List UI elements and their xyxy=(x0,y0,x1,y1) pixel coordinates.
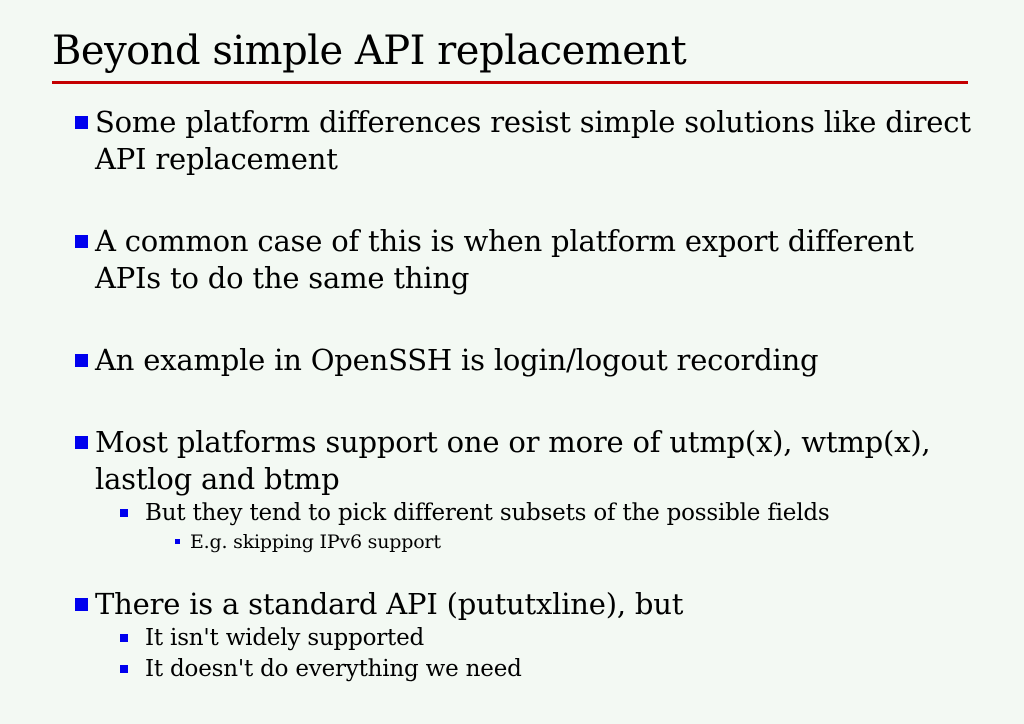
bullet-text: A common case of this is when platform e… xyxy=(95,224,914,295)
list-item: There is a standard API (pututxline), bu… xyxy=(75,586,1024,685)
bullet-text: Some platform differences resist simple … xyxy=(95,105,971,176)
sub-bullet-list: But they tend to pick different subsets … xyxy=(95,498,975,555)
bullet-square-icon xyxy=(120,509,128,517)
bullet-square-icon xyxy=(75,598,88,611)
sub-bullet-text: It doesn't do everything we need xyxy=(145,656,522,682)
bullet-square-icon xyxy=(120,665,128,673)
bullet-square-icon xyxy=(175,539,180,544)
bullet-list: Some platform differences resist simple … xyxy=(0,104,1024,685)
sub-bullet-text: But they tend to pick different subsets … xyxy=(145,500,830,526)
bullet-square-icon xyxy=(75,436,88,449)
page-title: Beyond simple API replacement xyxy=(52,28,687,74)
bullet-square-icon xyxy=(120,634,128,642)
list-item: It doesn't do everything we need xyxy=(120,654,683,685)
list-item: A common case of this is when platform e… xyxy=(75,223,1024,297)
sub-sub-bullet-text: E.g. skipping IPv6 support xyxy=(190,531,441,553)
list-item: Most platforms support one or more of ut… xyxy=(75,424,1024,555)
sub-bullet-list: It isn't widely supported It doesn't do … xyxy=(95,623,683,685)
bullet-text: There is a standard API (pututxline), bu… xyxy=(95,587,684,621)
list-item: But they tend to pick different subsets … xyxy=(120,498,975,555)
bullet-text: An example in OpenSSH is login/logout re… xyxy=(95,343,819,377)
bullet-square-icon xyxy=(75,354,88,367)
bullet-text: Most platforms support one or more of ut… xyxy=(95,425,931,496)
list-item: Some platform differences resist simple … xyxy=(75,104,1024,178)
list-item: It isn't widely supported xyxy=(120,623,683,654)
list-item: An example in OpenSSH is login/logout re… xyxy=(75,342,1024,379)
sub-bullet-text: It isn't widely supported xyxy=(145,625,425,651)
sub-sub-bullet-list: E.g. skipping IPv6 support xyxy=(145,529,830,555)
bullet-square-icon xyxy=(75,235,88,248)
list-item: E.g. skipping IPv6 support xyxy=(175,529,830,555)
title-underline xyxy=(52,81,968,84)
bullet-square-icon xyxy=(75,116,88,129)
slide-content: Some platform differences resist simple … xyxy=(0,104,1024,685)
